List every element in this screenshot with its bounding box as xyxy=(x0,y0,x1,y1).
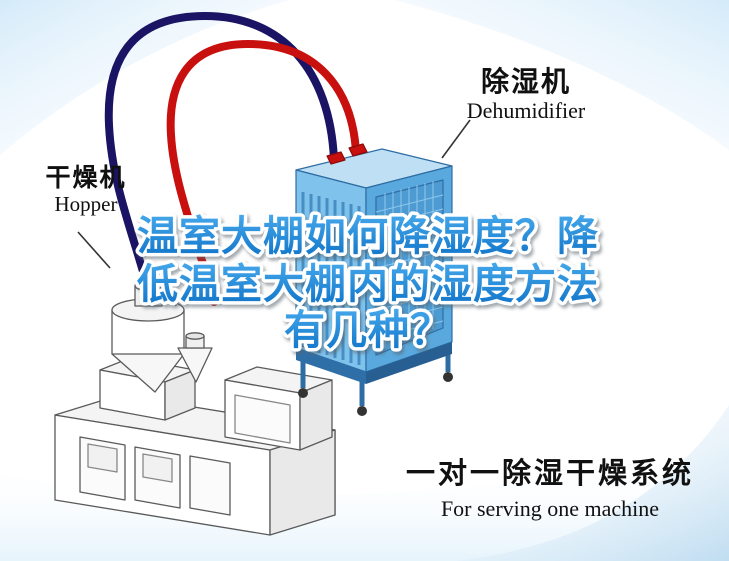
hopper-label-en: Hopper xyxy=(54,192,118,216)
supply-pipe xyxy=(166,39,360,306)
side-funnel xyxy=(177,332,213,383)
hopper-label-zh: 干燥机 xyxy=(45,163,127,192)
caster-wheel xyxy=(443,372,453,382)
pipe-port xyxy=(326,151,346,165)
dehumidifier-label-zh: 除湿机 xyxy=(480,65,571,98)
background-gradient-top-right xyxy=(395,0,729,150)
caster-wheel xyxy=(298,388,308,398)
dehumidifier-pointer-line xyxy=(441,119,471,159)
dehumidifier-label-en: Dehumidifier xyxy=(466,98,586,124)
background-gradient-top-left xyxy=(0,0,290,155)
hopper-label: 干燥机 Hopper xyxy=(30,164,142,217)
background-band-bottom xyxy=(0,455,729,561)
dehumidifier-label: 除湿机 Dehumidifier xyxy=(452,66,600,124)
dehumidifier-illustration xyxy=(295,143,453,416)
tagline: 一对一除湿干燥系统 For serving one machine xyxy=(405,450,695,522)
tagline-zh: 一对一除湿干燥系统 xyxy=(405,456,694,490)
mesh-grid-lines xyxy=(375,181,444,348)
hopper-pointer-line xyxy=(77,231,111,269)
return-pipe xyxy=(104,11,338,302)
dehumidifier-louvers xyxy=(301,192,361,365)
hopper-cone xyxy=(111,353,185,393)
background-gradient-bottom-right xyxy=(455,405,729,561)
hopper-machine-illustration xyxy=(54,273,336,536)
pipe-port xyxy=(348,143,368,157)
dehumidifier-front-face xyxy=(295,169,367,373)
tagline-en: For serving one machine xyxy=(440,496,660,521)
caster-wheel xyxy=(357,406,367,416)
